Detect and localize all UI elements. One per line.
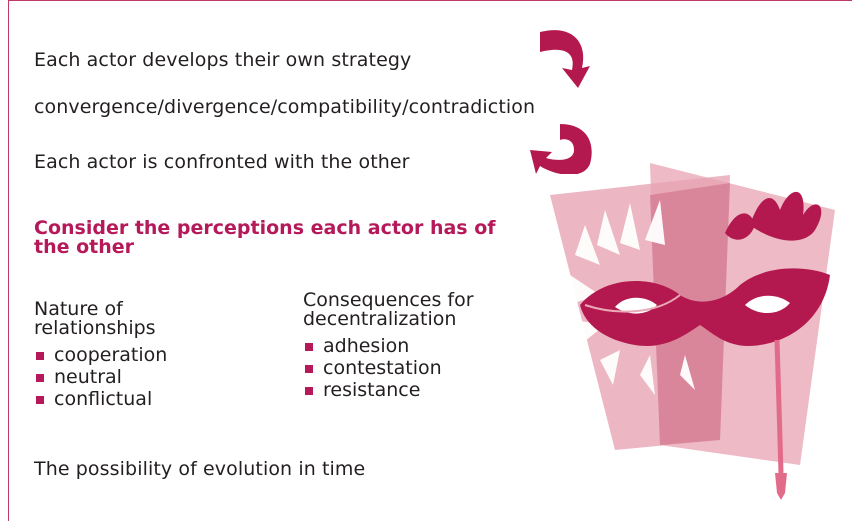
- decentralization-column: Consequences for decentralization adhesi…: [303, 289, 474, 402]
- decentralization-list: adhesion contestation resistance: [303, 335, 474, 401]
- relationships-title: Nature of relationships: [34, 298, 156, 339]
- bullet-square-icon: [36, 352, 44, 360]
- list-item: neutral: [34, 366, 167, 388]
- curved-arrow-icon: [530, 124, 592, 174]
- relationships-list: cooperation neutral conflictual: [34, 344, 167, 410]
- slide-frame: [8, 0, 852, 521]
- list-item: conflictual: [34, 388, 167, 410]
- curved-arrows: [530, 30, 592, 174]
- list-item: cooperation: [34, 344, 167, 366]
- confronted-line: Each actor is confronted with the other: [34, 151, 410, 173]
- bullet-square-icon: [36, 374, 44, 382]
- bullet-square-icon: [305, 365, 313, 373]
- list-item: contestation: [303, 357, 474, 379]
- carnival-mask-icon: [550, 163, 835, 500]
- list-item: adhesion: [303, 335, 474, 357]
- list-item: resistance: [303, 379, 474, 401]
- heading: Consider the perceptions each actor has …: [34, 217, 496, 258]
- bullet-square-icon: [305, 387, 313, 395]
- bullet-square-icon: [36, 396, 44, 404]
- relationships-column: Nature of relationships cooperation neut…: [34, 298, 167, 411]
- evolution-line: The possibility of evolution in time: [34, 458, 366, 480]
- curved-arrow-icon: [540, 30, 590, 88]
- decentralization-title: Consequences for decentralization: [303, 289, 474, 330]
- bullet-square-icon: [305, 343, 313, 351]
- relations-line: convergence/divergence/compatibility/con…: [34, 96, 536, 118]
- strategy-line: Each actor develops their own strategy: [34, 49, 412, 71]
